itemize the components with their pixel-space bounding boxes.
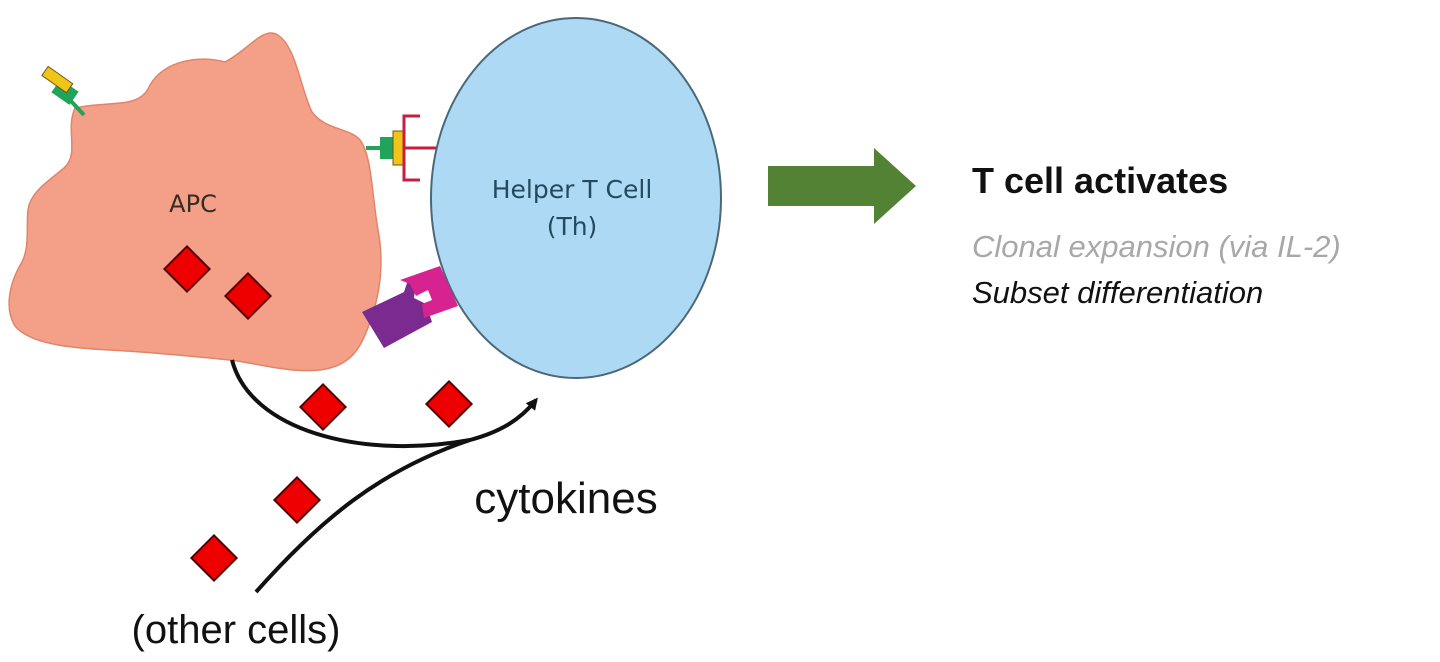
outcome-title: T cell activates: [972, 160, 1229, 201]
other-cells-label: (other cells): [132, 608, 341, 652]
apc-cell: [8, 32, 382, 372]
cytokine: [223, 271, 273, 321]
cytokine: [424, 379, 474, 429]
helper-t-label-line1: Helper T Cell: [492, 175, 653, 204]
helper-t-cell: [430, 17, 722, 379]
activation-arrow: [768, 148, 916, 224]
costimulatory-pair: [362, 266, 458, 348]
surface-mhc-antigen: [41, 65, 86, 117]
cytokines-label: cytokines: [474, 474, 657, 523]
cytokine-arrow-from-apc: [230, 359, 538, 449]
cytokine: [162, 244, 212, 294]
cytokine: [298, 382, 348, 432]
cytokine-molecules: [162, 244, 474, 583]
cytokine-arrow-from-other-cells: [254, 438, 471, 594]
outcome-subset-differentiation: Subset differentiation: [972, 275, 1264, 310]
mhc-tcr-interaction: [366, 114, 436, 182]
helper-t-label-line2: (Th): [547, 212, 598, 241]
outcome-clonal-expansion: Clonal expansion (via IL-2): [972, 229, 1341, 264]
cytokine: [189, 533, 239, 583]
cytokine: [272, 475, 322, 525]
apc-label: APC: [169, 190, 217, 218]
activation-outcome: T cell activates Clonal expansion (via I…: [972, 160, 1432, 316]
